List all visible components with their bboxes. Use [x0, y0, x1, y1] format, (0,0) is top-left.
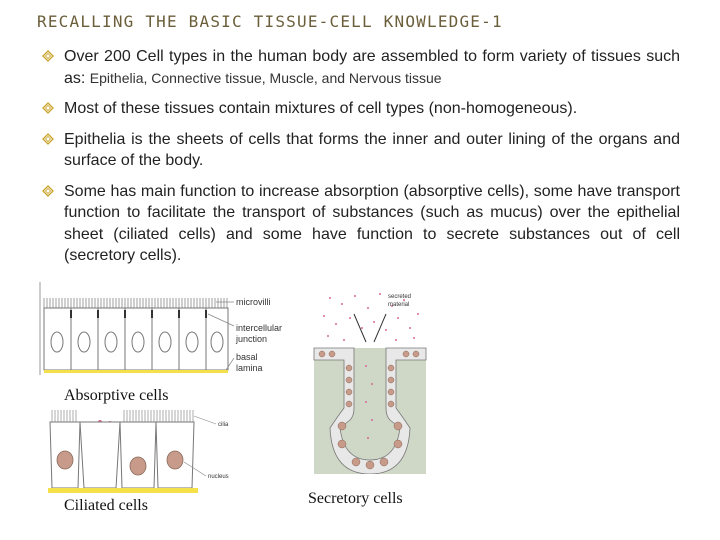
absorptive-cells-diagram: microvilli intercellular junction basal … — [39, 282, 282, 375]
bullet-item: Most of these tissues contain mixtures o… — [40, 98, 680, 120]
ciliated-cells-diagram: cilia nucleus — [48, 410, 229, 493]
label-junction: junction — [235, 334, 267, 344]
secretion-arrows — [353, 313, 387, 343]
bullet-text: Over 200 Cell types in the human body ar… — [64, 48, 680, 87]
label-cilia: cilia — [218, 422, 229, 428]
bullet-text-small: Epithelia, Connective tissue, Muscle, an… — [89, 69, 442, 86]
label-nucleus: nucleus — [208, 474, 229, 480]
label-basal: basal — [236, 352, 258, 362]
caption-secretory: Secretory cells — [308, 490, 403, 508]
gland-nuclei — [318, 350, 420, 470]
secretory-cells-diagram: secreted material — [313, 293, 427, 474]
bullet-text: Some has main function to increase absor… — [64, 182, 680, 265]
nucleus-group — [56, 450, 184, 476]
diamond-bullet-icon — [42, 102, 54, 114]
caption-ciliated: Ciliated cells — [64, 497, 148, 515]
basal-lamina — [48, 488, 198, 493]
diamond-bullet-icon — [42, 50, 54, 62]
label-material: material — [388, 302, 409, 308]
microvilli-border — [43, 298, 228, 308]
nucleus-group — [50, 331, 224, 353]
diamond-bullet-icon — [42, 184, 54, 197]
bullet-text: Most of these tissues contain mixtures o… — [64, 100, 578, 117]
label-lamina: lamina — [236, 363, 263, 373]
bullet-list: Over 200 Cell types in the human body ar… — [40, 46, 680, 276]
connective-tissue-bg — [314, 348, 426, 474]
bullet-item: Epithelia is the sheets of cells that fo… — [40, 129, 680, 172]
basal-lamina — [44, 370, 228, 373]
junction-marks — [70, 310, 207, 318]
bullet-item: Over 200 Cell types in the human body ar… — [40, 46, 680, 89]
caption-absorptive: Absorptive cells — [64, 387, 169, 405]
bullet-item: Some has main function to increase absor… — [40, 181, 680, 267]
bullet-text: Epithelia is the sheets of cells that fo… — [64, 130, 680, 170]
label-intercellular: intercellular — [236, 323, 282, 333]
cilia-border — [51, 410, 194, 422]
slide-title: RECALLING THE BASIC TISSUE-CELL KNOWLEDG… — [37, 12, 503, 31]
label-microvilli: microvilli — [236, 297, 271, 307]
diamond-bullet-icon — [42, 132, 54, 145]
secreted-material — [323, 293, 419, 439]
label-secreted: secreted — [388, 294, 411, 300]
